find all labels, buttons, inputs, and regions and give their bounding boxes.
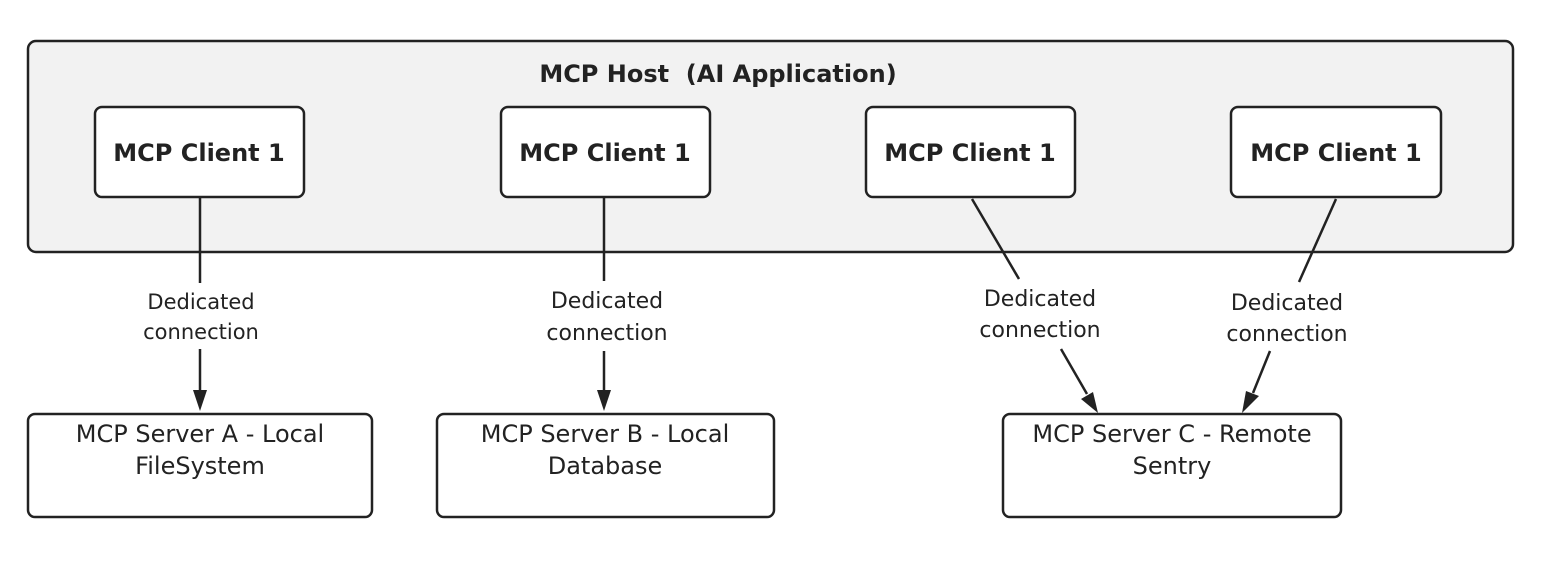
server-c: MCP Server C - Remote Sentry	[1001, 412, 1343, 519]
connection-label-line2: connection	[143, 320, 259, 344]
connection-line	[1251, 350, 1272, 394]
connection-label-line1: Dedicated	[551, 289, 663, 314]
server-box	[26, 412, 374, 519]
connection-line	[970, 198, 1021, 280]
server-label-line1: MCP Server B - Local	[481, 420, 729, 448]
connection-label-line2: connection	[979, 318, 1100, 343]
client-3: MCP Client 1	[864, 105, 1077, 199]
server-box	[1001, 412, 1343, 519]
arrow-head	[193, 390, 207, 411]
client-box	[1229, 105, 1443, 199]
server-label-line2: FileSystem	[135, 452, 265, 480]
server-box	[435, 412, 776, 519]
server-label-line1: MCP Server C - Remote	[1032, 420, 1311, 448]
arrow-head	[597, 390, 611, 411]
connection-line	[1297, 198, 1338, 283]
client-4: MCP Client 1	[1229, 105, 1443, 199]
connection-label-line1: Dedicated	[1231, 291, 1343, 316]
connection-label-line1: Dedicated	[984, 287, 1096, 312]
client-2: MCP Client 1	[499, 105, 712, 199]
connection-2: Dedicated connection	[546, 198, 668, 411]
client-label: MCP Client 1	[519, 139, 690, 167]
client-box	[499, 105, 712, 199]
connection-line	[1059, 348, 1089, 395]
arrow-head	[1242, 391, 1259, 413]
arrow-head	[1081, 392, 1098, 413]
server-label-line2: Database	[548, 452, 663, 480]
client-label: MCP Client 1	[884, 139, 1055, 167]
client-1: MCP Client 1	[93, 105, 306, 199]
client-box	[864, 105, 1077, 199]
connection-label-line2: connection	[546, 321, 667, 346]
host-container	[26, 39, 1515, 254]
connection-3: Dedicated connection	[970, 198, 1101, 413]
server-a: MCP Server A - Local FileSystem	[26, 412, 374, 519]
connection-label-line1: Dedicated	[147, 290, 254, 314]
client-box	[93, 105, 306, 199]
server-b: MCP Server B - Local Database	[435, 412, 776, 519]
connection-4: Dedicated connection	[1226, 198, 1348, 413]
server-label-line2: Sentry	[1133, 452, 1212, 480]
mcp-host: MCP Host (AI Application)	[26, 39, 1515, 254]
client-label: MCP Client 1	[113, 139, 284, 167]
connection-1: Dedicated connection	[143, 198, 259, 411]
connection-label-line2: connection	[1226, 322, 1347, 347]
server-label-line1: MCP Server A - Local	[76, 420, 324, 448]
client-label: MCP Client 1	[1250, 139, 1421, 167]
host-title: MCP Host (AI Application)	[539, 60, 896, 88]
